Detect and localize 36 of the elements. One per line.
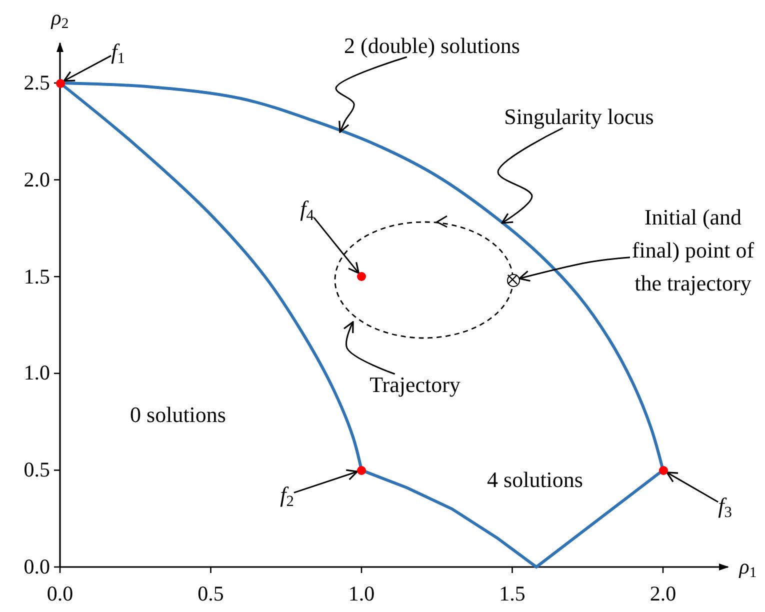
tick-label: 1.0 [348,584,375,604]
annotation-text: Trajectory [370,374,460,396]
crossed-circle-marker [506,274,520,286]
axis-label: ρ$_{2}$ [51,8,69,28]
annotation-text: f$_{1}$ [111,41,125,63]
annotation-text: Initial (and final) point of the trajectory [630,200,756,300]
leader-arrow [666,472,718,503]
tick-label: 2.5 [24,72,50,94]
tick-label: 1.5 [499,584,526,604]
annotation-text: Singularity locus [504,106,654,128]
region-label: 0 solutions [130,404,226,426]
leader-arrow [497,127,564,224]
tick-label: 0.5 [24,460,50,481]
tick-label: 2.0 [650,584,676,604]
leader-arrow [294,469,358,494]
point-marker [357,466,366,475]
leader-arrow [518,256,630,282]
tick-label: 0.5 [198,584,224,604]
tick-label: 1.0 [24,362,50,384]
axis-label: ρ$_{1}$ [739,556,757,578]
tick-label: 2.0 [24,169,50,190]
annotation-text: f$_{3}$ [718,495,732,517]
point-marker [658,466,668,475]
annotation-text: 2 (double) solutions [344,35,520,57]
tick-label: 0.0 [24,556,50,578]
leader-arrow [343,321,396,375]
point-marker [357,272,366,282]
leader-arrow [313,217,360,274]
tick-label: 0.0 [46,584,74,604]
region-label: 4 solutions [487,469,583,491]
point-marker [56,78,64,88]
leader-arrow [63,55,112,82]
annotation-text: f$_{2}$ [280,484,294,506]
annotation-text: f$_{4}$ [300,198,314,220]
leader-arrow [335,56,408,133]
tick-label: 1.5 [24,266,50,288]
